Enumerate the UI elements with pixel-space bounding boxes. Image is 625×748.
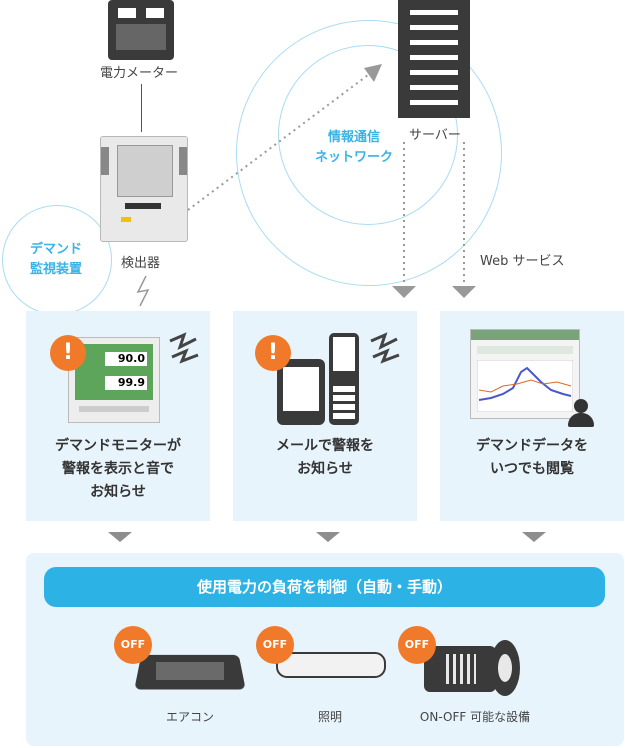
demand-monitor-system-label: デマンド 監視装置 (29, 242, 82, 277)
detector-label: 検出器 (121, 256, 161, 271)
wireless-signal-icon (136, 275, 150, 307)
server-label: サーバー (409, 128, 461, 143)
monitor-value-2: 99.9 (105, 376, 147, 390)
panel-mail-alert-text: メールで警報を お知らせ (276, 438, 374, 477)
user-icon (566, 399, 596, 427)
panel-demand-monitor-text: デマンドモニターが 警報を表示と音で お知らせ (55, 438, 181, 500)
motor-icon (420, 640, 524, 696)
panel-demand-data-text: デマンドデータを いつでも閲覧 (476, 438, 588, 477)
panel-demand-monitor: 90.0 99.9 ! デマンドモニターが 警報を表示と音で お知らせ (26, 311, 210, 521)
meter-connector-line (141, 84, 142, 132)
fluorescent-light-icon (276, 652, 386, 678)
panel-mail-alert: ! メールで警報を お知らせ (233, 311, 417, 521)
off-badge: OFF (256, 626, 294, 664)
alarm-lightning-icon (370, 332, 400, 364)
meter-label: 電力メーター (100, 66, 179, 81)
demand-monitor-device-icon: 90.0 99.9 (68, 337, 160, 423)
air-conditioner-icon (134, 652, 246, 696)
electric-meter-icon (108, 0, 174, 60)
monitor-value-1: 90.0 (105, 352, 147, 366)
network-circle-outer (236, 20, 502, 286)
network-dotted-arrow (187, 71, 373, 211)
device-label-air-conditioner: エアコン (165, 710, 214, 724)
panel-demand-data: デマンドデータを いつでも閲覧 (440, 311, 624, 521)
web-dashboard-screenshot (470, 329, 580, 419)
device-label-equipment: ON-OFF 可能な設備 (419, 710, 531, 724)
web-arrowhead (452, 286, 476, 298)
down-arrow-2 (316, 532, 340, 542)
warning-icon: ! (255, 335, 291, 371)
off-badge: OFF (114, 626, 152, 664)
warning-icon: ! (50, 335, 86, 371)
network-arrowhead (364, 64, 382, 82)
network-circle-inner (278, 45, 458, 225)
control-title: 使用電力の負荷を制御（自動・手動） (44, 567, 605, 607)
mail-arrowhead (392, 286, 416, 298)
device-label-lighting: 照明 (317, 710, 342, 724)
web-service-label: Web サービス (480, 254, 565, 269)
connection-lines (136, 64, 476, 307)
down-arrow-1 (108, 532, 132, 542)
network-label: 情報通信 ネットワーク (314, 130, 393, 165)
alarm-lightning-icon (169, 332, 199, 364)
off-badge: OFF (398, 626, 436, 664)
down-arrow-3 (522, 532, 546, 542)
tablet-icon (277, 359, 325, 425)
detector-device-icon (100, 136, 188, 242)
mobile-phone-icon (329, 333, 359, 425)
server-icon (398, 0, 470, 118)
